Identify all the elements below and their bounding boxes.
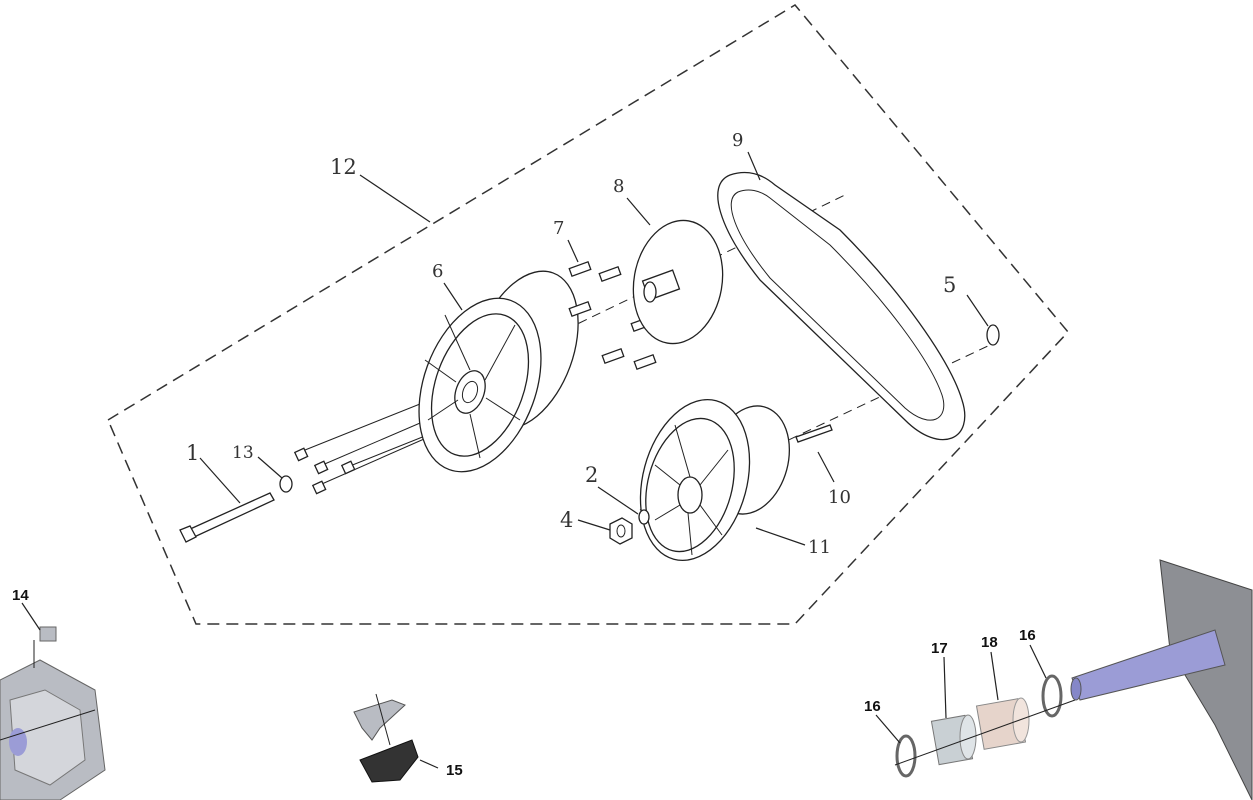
part-15-guard: [353, 693, 419, 783]
callout-12[interactable]: 12: [330, 155, 357, 179]
part-13-washer: [279, 475, 293, 493]
callout-18[interactable]: 18: [981, 634, 998, 651]
callout-16-left[interactable]: 16: [864, 698, 881, 715]
assembly-boundary: [107, 4, 1070, 625]
part-6-fan: [418, 270, 579, 473]
part-9-belt: [717, 171, 966, 441]
callout-4[interactable]: 4: [560, 508, 573, 532]
lower-axis: [894, 699, 1076, 766]
callout-9[interactable]: 9: [732, 130, 743, 151]
callout-7[interactable]: 7: [553, 218, 564, 239]
part-2-washer: [638, 509, 650, 525]
callout-17[interactable]: 17: [931, 640, 948, 657]
part-17-bushing: [930, 714, 977, 766]
callout-11[interactable]: 11: [808, 537, 831, 558]
part-16-washer-left: [895, 734, 917, 778]
callout-5[interactable]: 5: [943, 273, 956, 297]
callout-13[interactable]: 13: [232, 443, 254, 463]
callout-14[interactable]: 14: [12, 587, 29, 604]
part-5-circlip: [986, 324, 1000, 346]
part-8-cover-plate: [632, 219, 724, 345]
callout-16-right[interactable]: 16: [1019, 627, 1036, 644]
callout-2[interactable]: 2: [585, 463, 598, 487]
fan-nuts: [293, 447, 356, 495]
callouts: 12 1 13 2 4 5 6 7 8 9 10 11 14 15 16 17 …: [12, 130, 1036, 779]
part-4-nut: [609, 517, 633, 545]
callout-15[interactable]: 15: [446, 762, 463, 779]
leader-lines: [21, 151, 1047, 769]
callout-10[interactable]: 10: [828, 487, 851, 508]
part-1-bolt: [179, 492, 275, 543]
callout-8[interactable]: 8: [613, 176, 624, 197]
part-11-pulley: [639, 399, 791, 561]
sprocket-shaft: [1070, 559, 1253, 800]
part-16-washer-right: [1041, 674, 1063, 718]
part-18-bushing: [975, 697, 1030, 750]
callout-1[interactable]: 1: [186, 441, 199, 465]
callout-6[interactable]: 6: [432, 261, 443, 282]
part-10-pin: [795, 424, 833, 443]
part-14-housing: [0, 626, 106, 800]
